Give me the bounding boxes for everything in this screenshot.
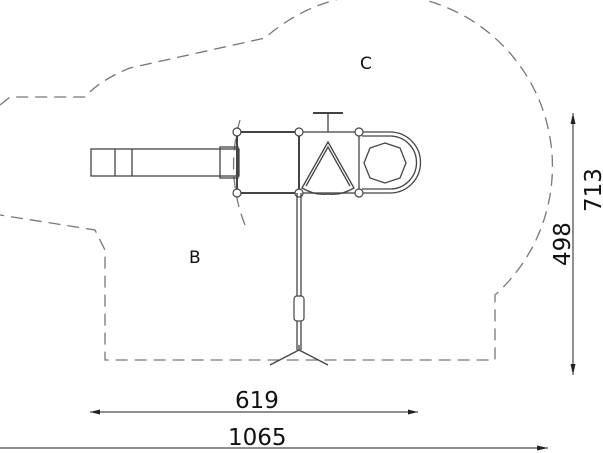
platform-deck xyxy=(236,112,360,196)
posts xyxy=(232,127,364,198)
zone-c-label: C xyxy=(360,54,372,74)
dimension-1065: 1065 xyxy=(0,425,548,451)
dimension-713-label: 713 xyxy=(581,168,603,212)
zone-b-label: B xyxy=(189,248,201,268)
slide xyxy=(90,146,240,179)
dimension-619: 619 xyxy=(90,388,418,415)
dimension-1065-label: 1065 xyxy=(228,425,287,451)
climbing-pole xyxy=(269,193,329,366)
dimension-619-label: 619 xyxy=(235,388,279,414)
dimension-498-label: 498 xyxy=(550,222,576,266)
crawl-tunnel xyxy=(359,131,422,194)
safety-zone-outline xyxy=(0,0,554,361)
dimension-498: 498 xyxy=(550,113,576,375)
